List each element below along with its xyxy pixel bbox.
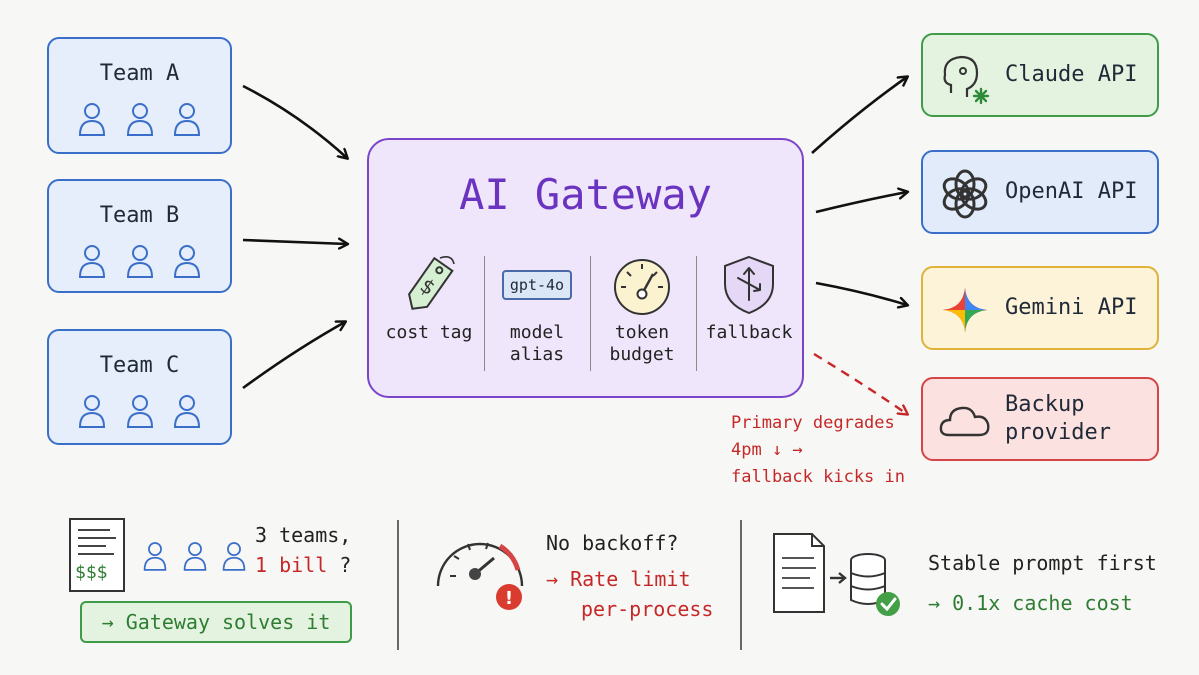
rate-line-3: per-process: [581, 597, 714, 621]
openai-api-box[interactable]: OpenAI API: [921, 150, 1159, 234]
document-to-cache-icon: [773, 533, 900, 616]
person-icon: [174, 395, 201, 428]
arrow-gateway-to-backup-dashed: [813, 352, 907, 414]
arrow-team-b-to-gateway: [242, 240, 347, 244]
bill-line-2: 1 bill ?: [255, 550, 351, 580]
people-icon-group: [49, 101, 230, 141]
provider-label: Claude API: [1005, 62, 1138, 87]
price-tag-icon: $: [408, 256, 455, 310]
feature-token-budget[interactable]: token budget: [592, 250, 692, 366]
team-c-box[interactable]: Team C: [47, 329, 232, 445]
arrow-gateway-to-gemini: [815, 281, 907, 305]
model-chip-icon: gpt-4o: [501, 270, 573, 300]
person-icon: [126, 103, 153, 136]
person-icon: [174, 245, 201, 278]
svg-text:!: !: [505, 588, 513, 609]
bill-text: 3 teams, 1 bill ?: [255, 520, 351, 580]
bill-highlight: 1 bill: [255, 553, 328, 577]
feature-fallback[interactable]: fallback: [699, 250, 799, 344]
rate-line-1: No backoff?: [546, 531, 679, 555]
bill-line-1: 3 teams,: [255, 523, 352, 547]
invoice-icon: [69, 518, 125, 592]
speedometer-alert-icon: !: [436, 542, 524, 610]
team-b-label: Team B: [99, 203, 180, 228]
feature-label: model alias: [509, 322, 565, 365]
people-icon-group: [49, 243, 230, 283]
rate-line-2: → Rate limit: [546, 567, 691, 591]
feature-divider: [484, 256, 485, 371]
gemini-star-icon: [943, 288, 987, 332]
invoice-dollars: $$$: [75, 562, 108, 583]
person-icon: [223, 542, 246, 571]
shield-arrows-icon: [724, 255, 774, 315]
gateway-title: AI Gateway: [459, 170, 712, 219]
feature-label: fallback: [705, 322, 793, 343]
team-c-label: Team C: [99, 353, 180, 378]
ai-gateway-box[interactable]: AI Gateway $ cost tag gpt-4o model alias: [367, 138, 804, 398]
feature-label: token budget: [609, 322, 675, 365]
fallback-note-line: Primary degrades: [731, 413, 895, 433]
person-icon: [126, 245, 153, 278]
arrow-gateway-to-openai: [815, 192, 907, 214]
person-icon: [143, 542, 167, 571]
backup-provider-box[interactable]: Backup provider: [921, 377, 1159, 461]
person-icon: [78, 395, 105, 428]
arrow-team-c-to-gateway: [242, 322, 345, 390]
cloud-icon: [939, 406, 990, 437]
feature-divider: [696, 256, 697, 371]
feature-cost-tag[interactable]: $ cost tag: [379, 250, 479, 344]
gateway-solves-label: → Gateway solves it: [101, 610, 331, 634]
person-icon: [183, 542, 206, 571]
person-icon: [126, 395, 153, 428]
fallback-note: Primary degrades 4pm ↓ → fallback kicks …: [731, 410, 905, 491]
claude-head-icon: [943, 55, 990, 105]
rate-limit-text: No backoff? → Rate limit per-process: [546, 528, 713, 624]
feature-label: cost tag: [385, 322, 473, 343]
cache-line-1: Stable prompt first: [928, 551, 1157, 575]
feature-divider: [590, 256, 591, 371]
fallback-note-line: fallback kicks in: [731, 467, 905, 487]
gateway-solves-button[interactable]: → Gateway solves it: [80, 601, 352, 643]
provider-label: Backup provider: [1005, 392, 1111, 445]
gemini-api-box[interactable]: Gemini API: [921, 266, 1159, 350]
person-icon: [174, 103, 201, 136]
bill-question: ?: [339, 553, 352, 577]
cache-text: Stable prompt first → 0.1x cache cost: [928, 548, 1157, 618]
claude-api-box[interactable]: Claude API: [921, 33, 1159, 117]
gauge-icon: [614, 259, 670, 315]
provider-label: Gemini API: [1005, 295, 1138, 320]
people-icon-group: [140, 540, 249, 576]
provider-label: OpenAI API: [1005, 179, 1138, 204]
people-icon-group: [49, 393, 230, 433]
openai-knot-icon: [942, 169, 988, 219]
team-b-box[interactable]: Team B: [47, 179, 232, 293]
arrow-team-a-to-gateway: [242, 84, 347, 158]
team-a-box[interactable]: Team A: [47, 37, 232, 154]
arrow-gateway-to-claude: [811, 77, 907, 154]
cache-line-2: → 0.1x cache cost: [928, 591, 1133, 615]
person-icon: [78, 103, 105, 136]
feature-model-alias[interactable]: gpt-4o model alias: [487, 250, 587, 366]
model-chip-text: gpt-4o: [509, 276, 565, 294]
fallback-note-line: 4pm ↓ →: [731, 440, 803, 460]
team-a-label: Team A: [99, 61, 180, 86]
person-icon: [78, 245, 105, 278]
